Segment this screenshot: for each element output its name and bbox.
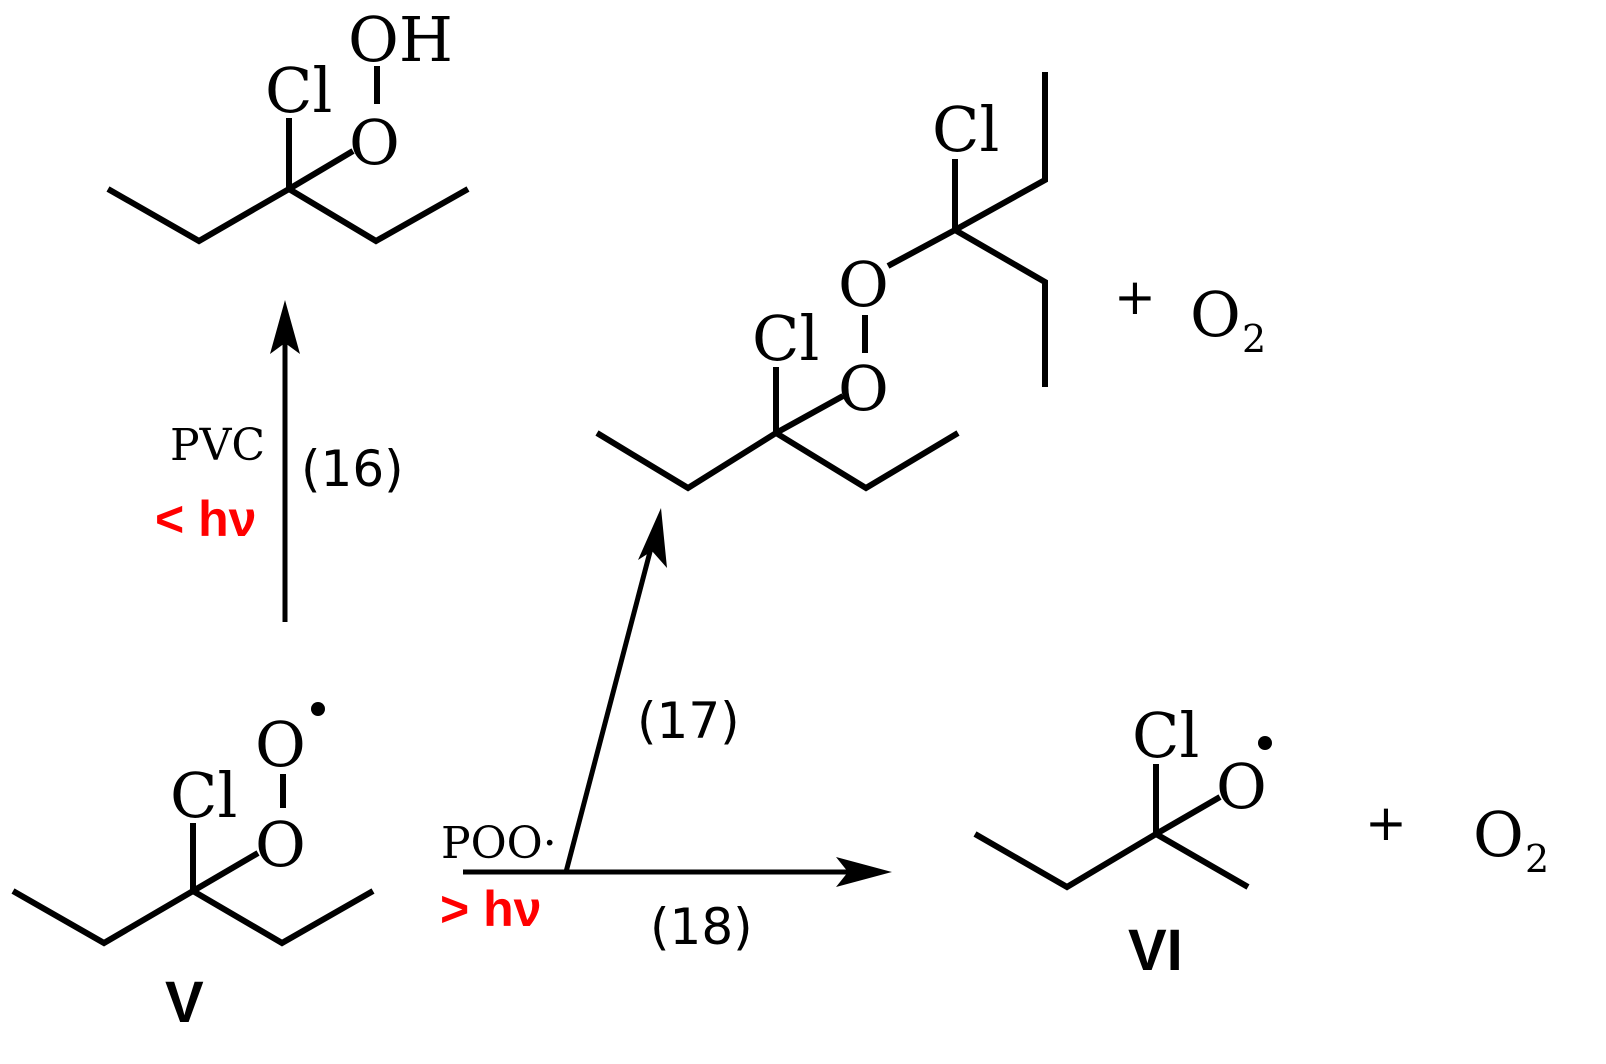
- reaction-17-number: (17): [637, 692, 740, 750]
- oxygen-product-18-subscript: 2: [1525, 837, 1549, 881]
- reaction-18-number: (18): [650, 898, 753, 956]
- reaction-16-reagent: PVC: [170, 420, 265, 471]
- reaction-18-reagent: POO·: [441, 818, 557, 869]
- hydroperoxide-oh-label: OH: [348, 3, 453, 76]
- reaction-16-arrow: [270, 300, 300, 622]
- vi-radical-dot: [1258, 736, 1272, 750]
- reaction-16-number: (16): [301, 440, 404, 498]
- hydroperoxide-product: Cl O OH: [106, 3, 470, 245]
- oxygen-product-17: O: [1190, 278, 1241, 351]
- compound-vi-label: VI: [1128, 918, 1183, 983]
- peroxide-lower-backbone-bond: [595, 429, 960, 492]
- v-c-o-bond: [191, 850, 260, 894]
- peroxide-upper-ethyl-b-bond: [953, 227, 1048, 387]
- peroxide-product: Cl O O Cl: [595, 72, 1048, 492]
- peroxide-upper-o-label: O: [838, 248, 889, 321]
- oxygen-product-17-subscript: 2: [1242, 317, 1266, 361]
- alkoxy-radical-vi: Cl O: [973, 699, 1272, 891]
- reaction-16-arrowhead: [270, 300, 300, 354]
- vi-c-o-bond: [1154, 794, 1222, 837]
- v-backbone-bond: [11, 887, 375, 947]
- hydroperoxide-backbone-bond: [106, 185, 470, 245]
- vi-cl-label: Cl: [1132, 699, 1199, 772]
- hydroperoxide-o-label: O: [349, 106, 400, 179]
- peroxide-upper-ethyl-a-bond: [953, 72, 1048, 233]
- reaction-16-condition: < hν: [155, 491, 256, 547]
- v-cl-label: Cl: [170, 759, 237, 832]
- oxygen-product-18: O: [1473, 798, 1524, 871]
- vi-radical-o-label: O: [1216, 750, 1267, 823]
- v-radical-dot: [311, 702, 325, 716]
- peroxide-upper-o-c-bond: [886, 227, 957, 269]
- peroxide-lower-c-o-bond: [774, 393, 845, 436]
- peroxy-radical-v: Cl O O: [11, 702, 375, 947]
- reaction-18-arrowhead: [836, 857, 892, 887]
- v-o-label: O: [255, 808, 306, 881]
- peroxide-lower-o-label: O: [838, 352, 889, 425]
- plus-sign-17: +: [1114, 268, 1156, 326]
- reaction-18-arrow: [463, 857, 892, 887]
- vi-backbone-bond: [973, 830, 1250, 891]
- reaction-17-arrowhead: [638, 508, 667, 568]
- plus-sign-18: +: [1365, 794, 1407, 852]
- peroxide-lower-cl-label: Cl: [752, 302, 819, 375]
- reaction-17-arrow: [563, 508, 667, 873]
- hydroperoxide-c-o-bond: [287, 148, 355, 192]
- v-radical-o-label: O: [255, 708, 306, 781]
- compound-v-label: V: [165, 970, 204, 1035]
- reaction-18-condition: > hν: [440, 881, 541, 937]
- peroxide-upper-cl-label: Cl: [932, 93, 999, 166]
- hydroperoxide-cl-label: Cl: [265, 54, 332, 127]
